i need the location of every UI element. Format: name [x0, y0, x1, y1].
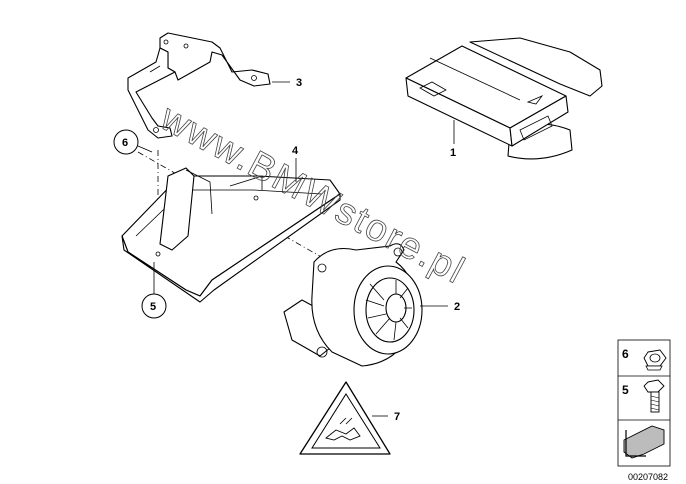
bracket-part-3[interactable]	[127, 32, 271, 139]
callout-2: 2	[454, 301, 460, 313]
leader-line-6	[137, 145, 153, 153]
callout-1: 1	[450, 147, 456, 159]
legend-item-6-number: 6	[622, 347, 629, 361]
callout-6-circle	[113, 129, 139, 155]
callout-3: 3	[296, 77, 302, 89]
callout-5: 5	[150, 301, 156, 313]
centerline-diagonal	[137, 151, 331, 263]
callout-6: 6	[122, 137, 128, 149]
arrow-icon	[623, 425, 665, 459]
warning-label-part-7[interactable]	[299, 381, 391, 455]
diagram-code: 00207082	[628, 472, 668, 482]
control-unit-part-1[interactable]	[405, 37, 603, 160]
legend-item-5-number: 5	[622, 383, 629, 397]
siren-part-2[interactable]	[283, 243, 423, 367]
callout-7: 7	[394, 411, 400, 423]
vehicle-alarm-icon	[325, 427, 361, 441]
tray-part-4[interactable]	[121, 167, 341, 303]
callout-5-circle	[141, 293, 167, 319]
nut-icon	[643, 349, 667, 371]
callout-4: 4	[292, 145, 299, 157]
bolt-icon	[643, 379, 665, 413]
hardware-legend: 6 5	[617, 339, 671, 467]
